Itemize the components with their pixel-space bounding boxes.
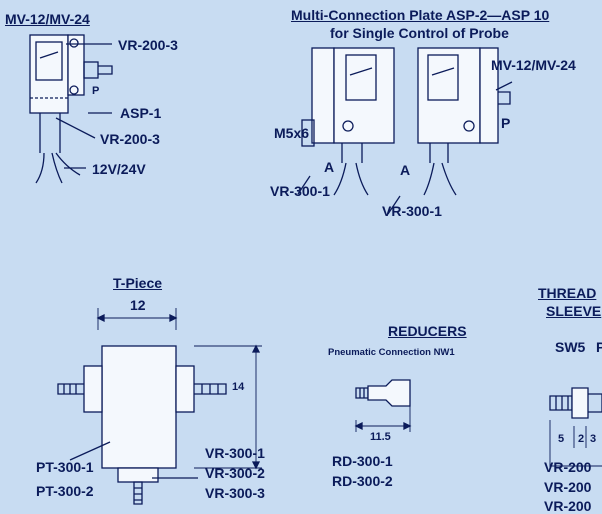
plate-right-valve-drawing <box>387 47 513 215</box>
reducer-length-dim: 11.5 <box>370 431 391 443</box>
tpiece-right-label-2: VR-300-2 <box>205 465 265 481</box>
mv-label-vr2003-top: VR-200-3 <box>118 37 178 53</box>
mv-label-voltage: 12V/24V <box>92 161 146 177</box>
tpiece-height-dim: 14 <box>232 381 245 393</box>
plate-title-line1: Multi-Connection Plate ASP-2—ASP 10 <box>291 7 550 23</box>
thread-wrench-label-2: P <box>596 339 602 355</box>
mv-section-title: MV-12/MV-24 <box>5 11 90 27</box>
thread-wrench-label: SW5 <box>555 339 586 355</box>
reducer-label-1: RD-300-1 <box>332 453 393 469</box>
thread-title-line2: SLEEVE <box>546 303 602 319</box>
tpiece-left-label-2: PT-300-2 <box>36 483 94 499</box>
plate-label-mv: MV-12/MV-24 <box>491 57 576 73</box>
reducer-label-2: RD-300-2 <box>332 473 393 489</box>
plate-label-m5x6: M5x6 <box>274 125 310 141</box>
tpiece-right-label-1: VR-300-1 <box>205 445 265 461</box>
reducers-title: REDUCERS <box>388 323 467 339</box>
reducers-subtitle: Pneumatic Connection NW1 <box>328 347 455 358</box>
thread-sleeve-drawing <box>549 387 602 470</box>
thread-label-3: VR-200 <box>544 498 592 514</box>
mv-label-asp1: ASP-1 <box>120 105 162 121</box>
tpiece-width-dim: 12 <box>130 297 146 313</box>
thread-label-2: VR-200 <box>544 479 592 495</box>
plate-label-vr3001-right: VR-300-1 <box>382 203 442 219</box>
reducer-drawing <box>354 379 412 432</box>
thread-label-1: VR-200 <box>544 459 592 475</box>
tpiece-left-label-1: PT-300-1 <box>36 459 94 475</box>
thread-dim-1: 5 <box>558 433 565 445</box>
tpiece-right-label-3: VR-300-3 <box>205 485 265 501</box>
plate-port-letter: P <box>501 115 511 131</box>
plate-label-a-right: A <box>400 162 411 178</box>
plate-title-line2: for Single Control of Probe <box>330 25 509 41</box>
thread-title-line1: THREAD <box>538 285 597 301</box>
mv-port-letter: P <box>92 85 100 97</box>
mv-label-vr2003-bottom: VR-200-3 <box>100 131 160 147</box>
mv-valve-drawing <box>29 34 113 184</box>
thread-dim-3: 3 <box>590 433 597 445</box>
tpiece-drawing <box>57 308 262 505</box>
plate-label-vr3001-left: VR-300-1 <box>270 183 330 199</box>
thread-dim-2: 2 <box>578 433 585 445</box>
plate-left-valve-drawing <box>297 47 395 196</box>
tpiece-title: T-Piece <box>113 275 163 291</box>
plate-label-a-left: A <box>324 159 335 175</box>
